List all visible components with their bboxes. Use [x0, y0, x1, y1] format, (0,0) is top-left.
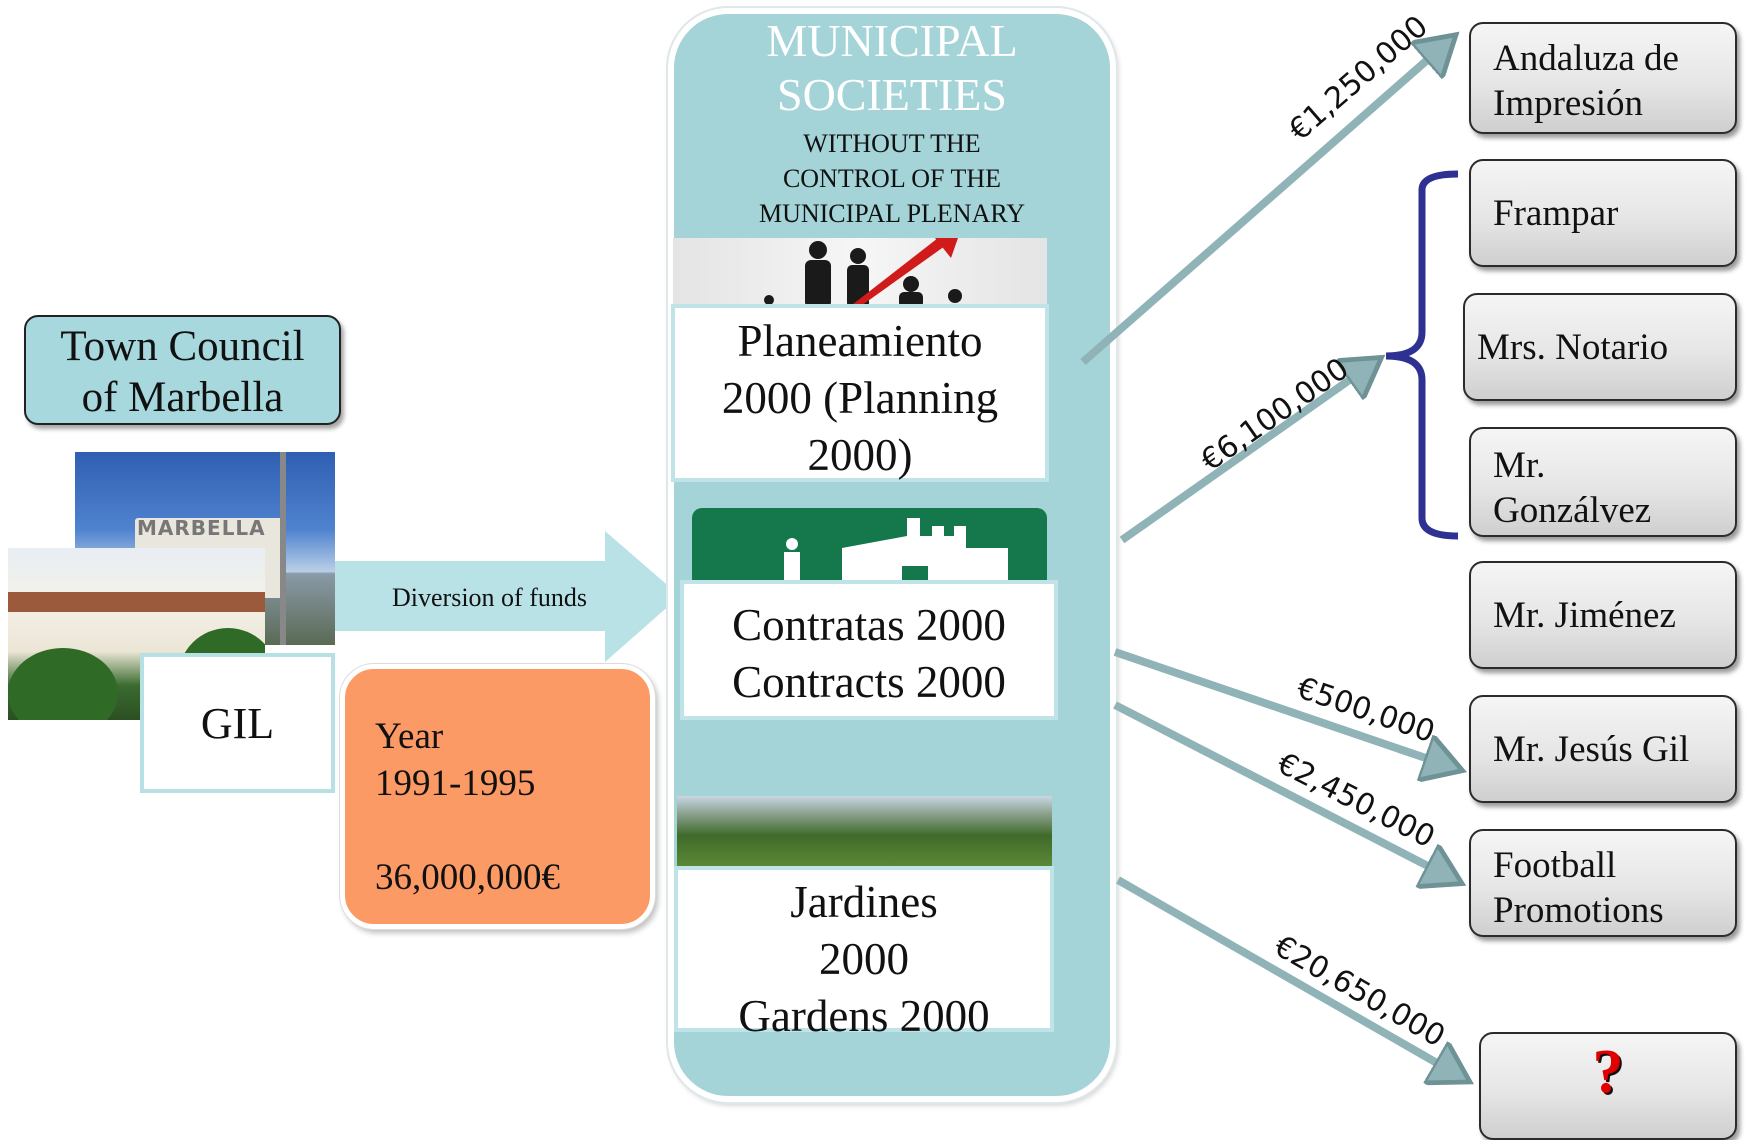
recipient-mr-jimenez: Mr. Jiménez — [1469, 561, 1737, 669]
year-total: 36,000,000€ — [375, 857, 560, 898]
planning-line1: Planeamiento — [737, 316, 983, 366]
gardens-line3: Gardens 2000 — [738, 991, 990, 1041]
amount-20650000: €20,650,000 — [1268, 929, 1451, 1055]
column-subtitle-line1: WITHOUT THE — [803, 129, 981, 158]
year-total-box: Year 1991-1995 36,000,000€ — [340, 664, 655, 929]
contracts-image — [692, 508, 1047, 583]
arrow-contracts-to-football — [1113, 701, 1455, 880]
year-range: 1991-1995 — [375, 763, 536, 804]
recipient-line: Gonzálvez — [1493, 490, 1652, 531]
amount-500000: €500,000 — [1292, 670, 1439, 750]
recipient-line: Frampar — [1493, 193, 1619, 234]
recipient-line: Mr. Jiménez — [1493, 595, 1676, 636]
column-subtitle: WITHOUT THE CONTROL OF THE MUNICIPAL PLE… — [680, 126, 1104, 231]
recipient-andaluza-de-impresion: Andaluza de Impresión — [1469, 22, 1737, 134]
recipient-mrs-notario: Mrs. Notario — [1463, 293, 1737, 401]
planning-image — [673, 238, 1047, 308]
planning-2000-box: Planeamiento 2000 (Planning 2000) — [671, 304, 1049, 482]
town-council-line1: Town Council — [60, 323, 305, 370]
amount-1250000: €1,250,000 — [1282, 9, 1435, 148]
planning-line2: 2000 (Planning — [721, 373, 999, 423]
amount-2450000: €2,450,000 — [1271, 746, 1440, 855]
column-title-line1: MUNICIPAL — [766, 15, 1018, 66]
recipient-line: Mr. — [1493, 445, 1546, 486]
question-mark-icon: ? — [1592, 1038, 1624, 1106]
recipient-mr-gonzalvez: Mr. Gonzálvez — [1469, 427, 1737, 537]
recipient-line: Promotions — [1493, 890, 1664, 931]
column-title: MUNICIPAL SOCIETIES — [680, 14, 1104, 122]
recipient-line: Mrs. Notario — [1477, 327, 1669, 368]
recipient-unknown: ? — [1479, 1032, 1737, 1140]
arrow-contracts-to-jesus-gil — [1113, 648, 1455, 768]
recipient-line: Andaluza de — [1493, 38, 1679, 79]
spacer — [375, 807, 650, 854]
gil-label: GIL — [140, 653, 335, 793]
column-title-line2: SOCIETIES — [777, 69, 1007, 120]
planning-line3: 2000) — [807, 430, 913, 480]
factory-sign-icon — [784, 518, 1008, 583]
town-council-line2: of Marbella — [81, 374, 284, 421]
sign-text: MARBELLA — [137, 516, 266, 540]
column-subtitle-line2: CONTROL OF THE — [782, 164, 1002, 193]
amount-6100000: €6,100,000 — [1195, 351, 1356, 478]
business-people-icon — [764, 238, 962, 308]
arrow-contracts-to-bracket — [1119, 362, 1375, 544]
street-lamp-pole — [280, 452, 286, 645]
recipient-mr-jesus-gil: Mr. Jesús Gil — [1469, 695, 1737, 803]
town-council-label: Town Council of Marbella — [24, 315, 341, 425]
gardens-line1: Jardines — [790, 877, 938, 927]
recipient-frampar: Frampar — [1469, 159, 1737, 267]
recipient-line: Impresión — [1493, 83, 1644, 124]
recipient-football-promotions: Football Promotions — [1469, 829, 1737, 937]
recipients-bracket — [1385, 170, 1459, 540]
gardens-line2: 2000 — [819, 934, 909, 984]
tree-shape — [8, 648, 118, 720]
gardens-2000-box: Jardines 2000 Gardens 2000 — [674, 866, 1054, 1041]
diversion-arrow — [335, 531, 680, 662]
year-label: Year — [375, 716, 444, 757]
recipient-line: Football — [1493, 845, 1617, 886]
arrow-planning-to-andaluza — [1080, 40, 1450, 366]
contracts-line1: Contratas 2000 — [732, 600, 1006, 650]
contracts-2000-box: Contratas 2000 Contracts 2000 — [680, 580, 1058, 720]
arrow-gardens-to-unknown — [1116, 876, 1463, 1078]
town-hall-roof — [8, 592, 265, 612]
gardens-image — [677, 796, 1052, 868]
recipient-line: Mr. Jesús Gil — [1493, 729, 1690, 770]
contracts-line2: Contracts 2000 — [732, 657, 1006, 707]
column-subtitle-line3: MUNICIPAL PLENARY — [758, 199, 1026, 228]
diversion-label: Diversion of funds — [392, 583, 587, 612]
